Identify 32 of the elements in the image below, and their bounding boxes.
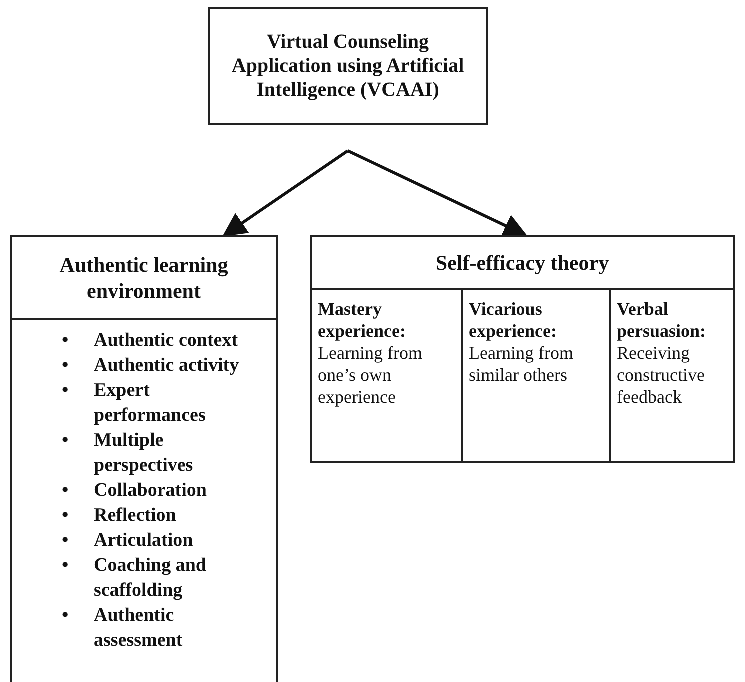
arrow bbox=[347, 150, 528, 237]
panel-heading: Authentic learning environment bbox=[12, 237, 276, 320]
theory-panel bbox=[310, 235, 735, 463]
cell-text: Learning from similar others bbox=[469, 342, 574, 386]
cell-heading: Mastery experience: bbox=[318, 298, 407, 342]
cell-text: Learning from one’s own experience bbox=[318, 342, 424, 408]
bullet-item: Expert performances bbox=[94, 379, 207, 428]
cell-heading: Vicarious experience: bbox=[469, 298, 558, 342]
bullet-item: Reflection bbox=[94, 504, 176, 528]
bullet-item: Articulation bbox=[94, 529, 194, 553]
title-box bbox=[208, 7, 488, 125]
bullet-item: Authentic assessment bbox=[94, 604, 184, 653]
bullet: • bbox=[62, 354, 70, 378]
bullet-item: Multiple perspectives bbox=[94, 429, 194, 478]
bullet-item: Authentic activity bbox=[94, 354, 240, 378]
bullet: • bbox=[62, 429, 70, 453]
bullet: • bbox=[62, 604, 70, 628]
bullet: • bbox=[62, 379, 70, 403]
bullet-item: Collaboration bbox=[94, 479, 207, 503]
bullet: • bbox=[62, 329, 70, 353]
panel-heading: Self-efficacy theory bbox=[312, 237, 733, 290]
theory-panel bbox=[10, 235, 278, 682]
bullet-item: Authentic context bbox=[94, 329, 238, 353]
bullet: • bbox=[62, 529, 70, 553]
cell-text: Receiving constructive feedback bbox=[617, 342, 706, 408]
bullet: • bbox=[62, 479, 70, 503]
bullet: • bbox=[62, 504, 70, 528]
arrow bbox=[222, 150, 349, 237]
box-title: Virtual Counseling Application using Artificial Intelligence (VCAAI) bbox=[230, 30, 466, 102]
cell-heading: Verbal persuasion: bbox=[617, 298, 708, 342]
bullet-item: Coaching and scaffolding bbox=[94, 554, 208, 603]
bullet: • bbox=[62, 554, 70, 578]
